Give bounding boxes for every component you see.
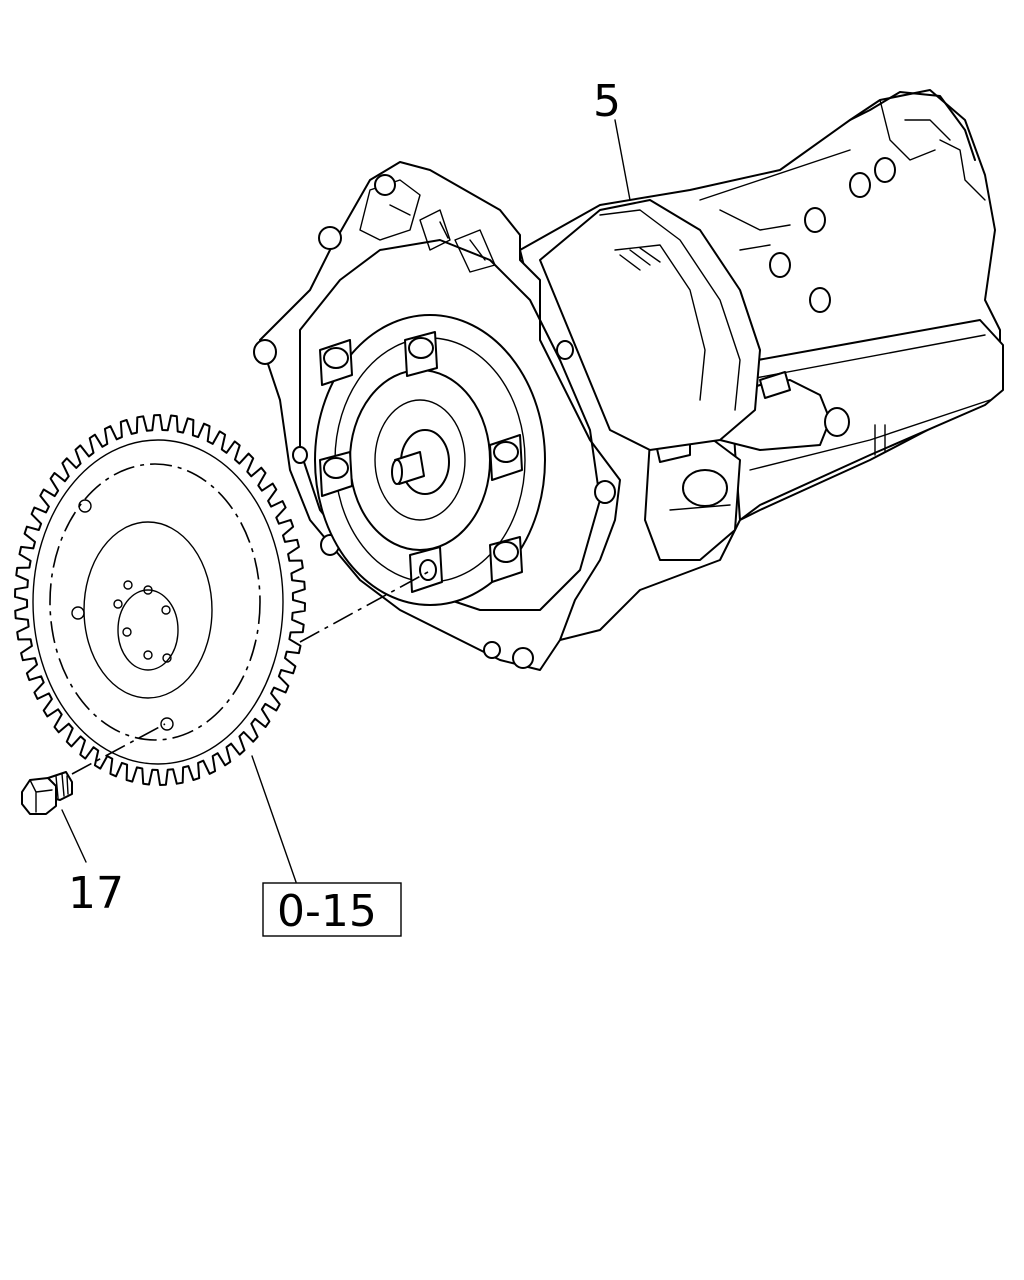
converter-lugs (319, 331, 523, 593)
flexplate-bolt (21, 771, 73, 815)
flywheel-reference-box (262, 882, 402, 937)
torque-converter (314, 314, 546, 606)
callout-transmission: 5 (593, 76, 621, 127)
transmission-assembly (519, 89, 1004, 641)
flexplate (14, 414, 306, 786)
callout-bolt: 17 (68, 868, 124, 919)
alignment-lines (71, 571, 429, 775)
leader-lines (61, 119, 631, 883)
callout-flywheel-ref: 0-15 (277, 886, 377, 937)
